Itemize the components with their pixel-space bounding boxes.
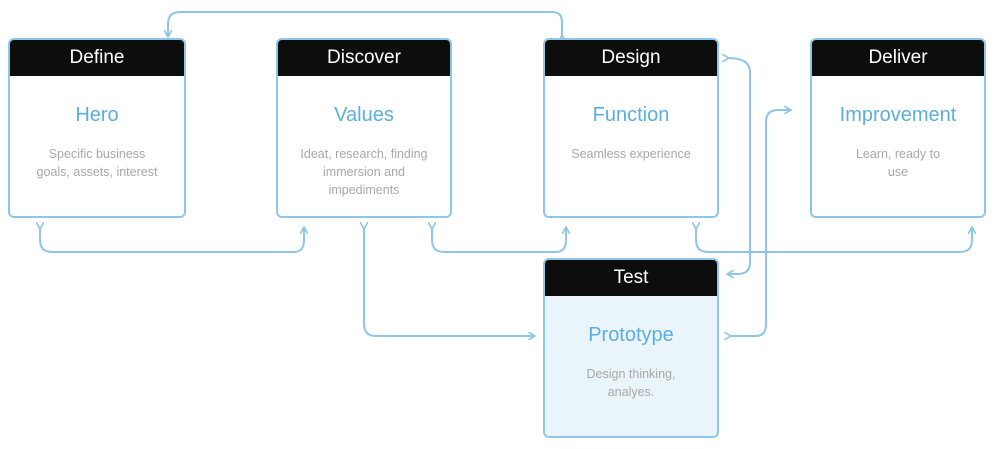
arrow-define-discover-loop bbox=[40, 228, 304, 253]
arrow-design-to-define bbox=[168, 11, 562, 36]
stage-card-deliver: Deliver Improvement Learn, ready to use bbox=[810, 38, 986, 218]
stage-description: Design thinking, analyes. bbox=[586, 367, 676, 399]
arrow-design-test-loop bbox=[728, 58, 751, 274]
stage-card-define: Define Hero Specific business goals, ass… bbox=[8, 38, 186, 218]
arrow-discover-design-loop bbox=[432, 228, 566, 253]
arrow-discover-to-test bbox=[364, 228, 534, 336]
arrow-design-deliver-loop bbox=[696, 228, 972, 253]
stage-header: Discover bbox=[278, 40, 450, 76]
stage-title: Values bbox=[334, 104, 394, 126]
stage-title: Prototype bbox=[588, 324, 674, 346]
stage-header: Test bbox=[545, 260, 717, 296]
stage-description: Learn, ready to use bbox=[855, 147, 941, 179]
stage-header: Deliver bbox=[812, 40, 984, 76]
stage-header: Design bbox=[545, 40, 717, 76]
stage-card-design: Design Function Seamless experience bbox=[543, 38, 719, 218]
stage-card-test: Test Prototype Design thinking, analyes. bbox=[543, 258, 719, 438]
stage-title: Hero bbox=[75, 104, 119, 126]
stage-description: Seamless experience bbox=[571, 147, 691, 161]
arrow-test-to-deliver bbox=[730, 110, 790, 336]
stage-header: Define bbox=[10, 40, 184, 76]
stage-card-discover: Discover Values Ideat, research, finding… bbox=[276, 38, 452, 218]
stage-description: Ideat, research, finding immersion and i… bbox=[300, 147, 428, 197]
stage-description: Specific business goals, assets, interes… bbox=[36, 147, 158, 179]
stage-title: Function bbox=[592, 104, 670, 126]
stage-title: Improvement bbox=[839, 104, 957, 126]
